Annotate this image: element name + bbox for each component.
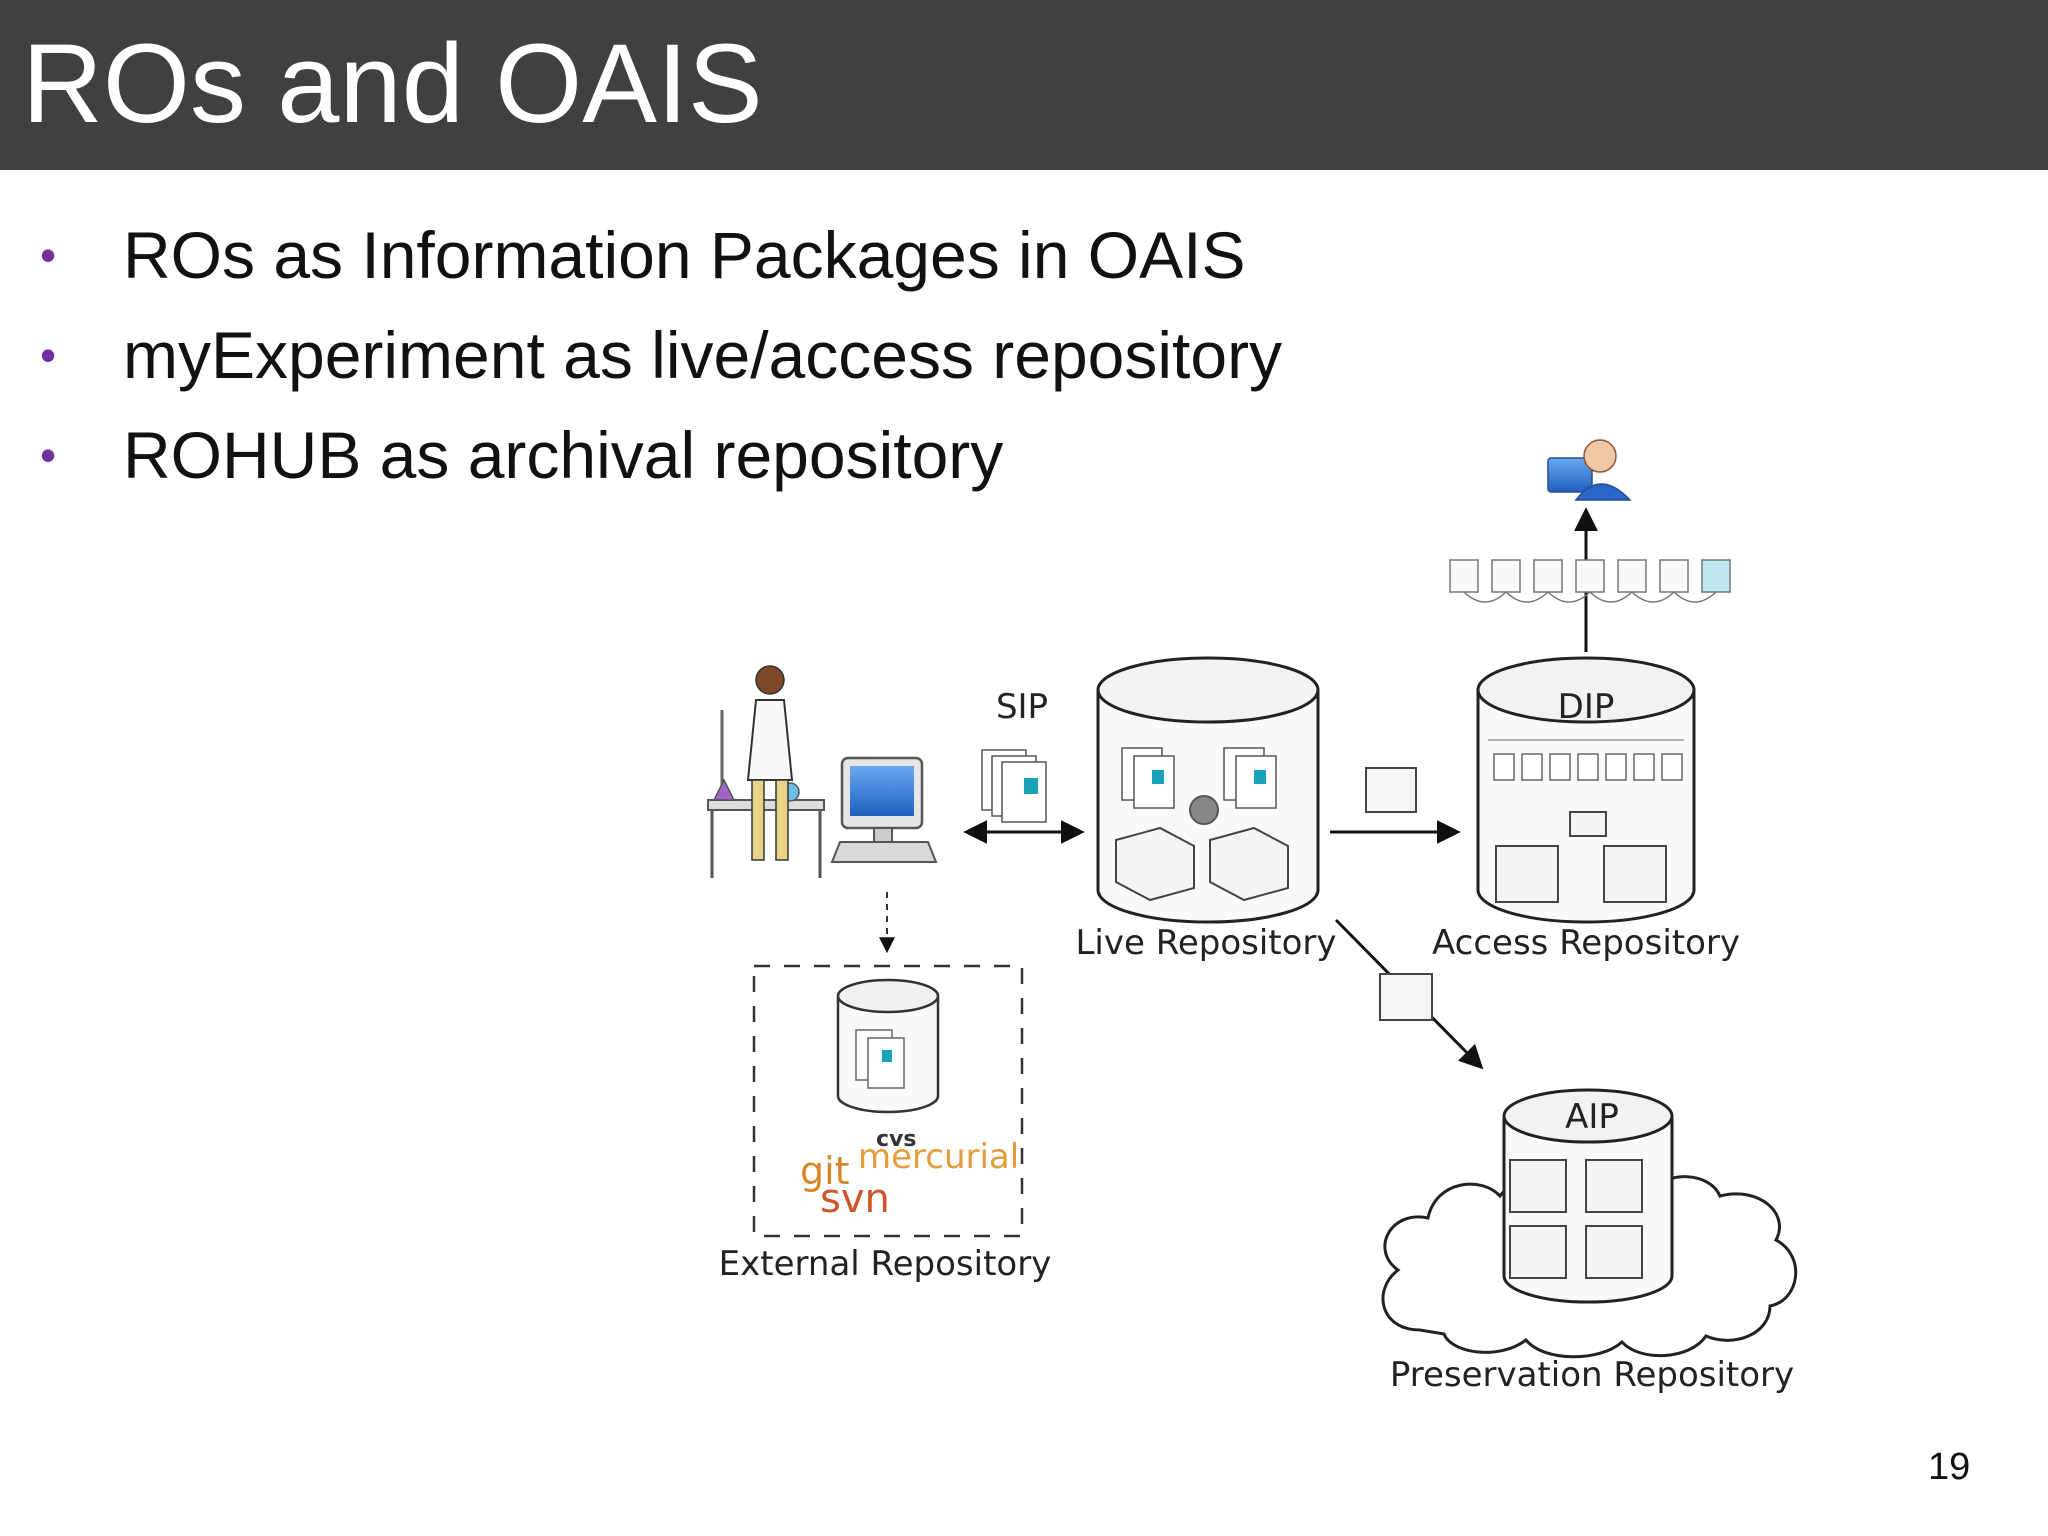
live-repository-label: Live Repository: [1075, 923, 1336, 963]
page-number: 19: [1928, 1446, 1971, 1488]
title-bar: ROs and OAIS: [0, 0, 2048, 170]
bullet-dot-icon: •: [40, 229, 57, 281]
document-stack-icon: [1449, 559, 1731, 593]
database-icon: [836, 978, 940, 1114]
document-stack-icon: [981, 749, 1047, 823]
oais-diagram: cvs mercurial git svn External Repositor…: [707, 439, 1798, 1395]
preservation-repository-label: Preservation Repository: [1390, 1355, 1794, 1395]
vcs-word-cvs: cvs: [876, 1127, 916, 1152]
access-repository-cylinder: [1476, 656, 1696, 924]
box-icon: [1365, 767, 1417, 813]
aip-label: AIP: [1565, 1097, 1619, 1137]
bullet-text: ROHUB as archival repository: [123, 418, 1004, 492]
preservation-repository-cylinder: [1502, 1088, 1674, 1304]
box-icon: [1115, 826, 1195, 902]
live-repository-cylinder: [1096, 656, 1320, 924]
vcs-word-svn: svn: [820, 1176, 890, 1222]
user-icon: [1547, 439, 1632, 501]
external-repository-box: [752, 964, 1024, 1238]
vcs-word-git: git: [800, 1149, 850, 1193]
external-repository-label: External Repository: [719, 1244, 1052, 1284]
scientist-icon: [707, 665, 825, 878]
slide-title: ROs and OAIS: [22, 21, 763, 146]
sip-label: SIP: [996, 687, 1048, 727]
box-icon: [1209, 826, 1289, 902]
computer-icon: [830, 756, 938, 863]
bullet-dot-icon: •: [40, 429, 57, 481]
bullet-dot-icon: •: [40, 329, 57, 381]
access-repository-label: Access Repository: [1432, 923, 1740, 963]
dip-label: DIP: [1558, 687, 1615, 727]
bullet-text: myExperiment as live/access repository: [123, 318, 1283, 392]
gear-icon: [1189, 795, 1219, 825]
vcs-word-mercurial: mercurial: [858, 1137, 1019, 1177]
box-icon: [1379, 973, 1433, 1021]
bullet-text: ROs as Information Packages in OAIS: [123, 218, 1246, 292]
